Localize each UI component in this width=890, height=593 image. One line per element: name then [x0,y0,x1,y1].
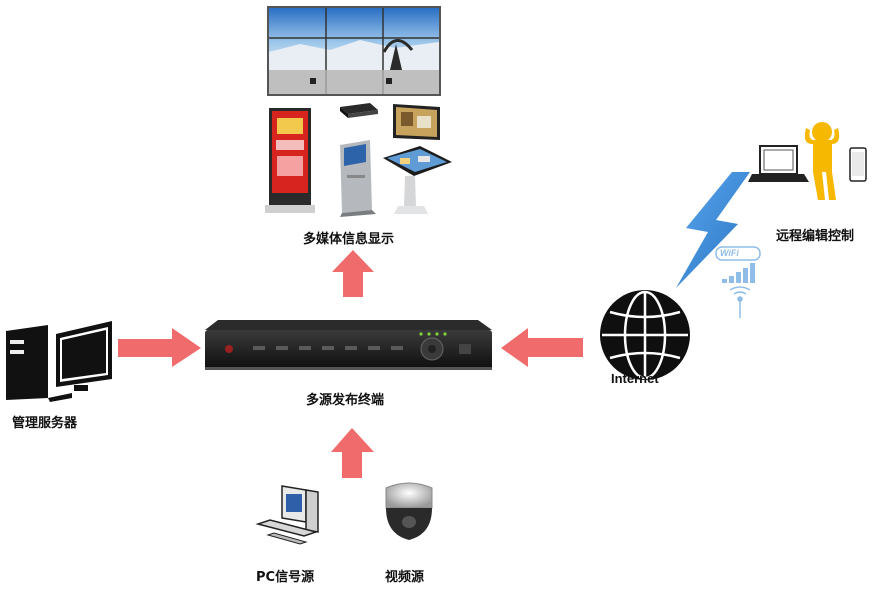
lightning-icon [676,172,750,288]
label-video-source: 视频源 [385,570,425,585]
lcd-screen-icon [393,104,440,140]
arrow-server-to-terminal [118,328,201,367]
arrow-internet-to-terminal [501,328,583,367]
label-management-server: 管理服务器 [12,416,78,431]
label-pc-source: PC信号源 [256,570,315,585]
phone-icon [849,147,867,182]
label-publishing-terminal: 多源发布终端 [306,393,385,408]
video-wall-icon [267,6,441,96]
touch-kiosk-icon [340,140,376,217]
desktop-pc-icon [255,485,319,545]
laptop-icon [748,145,809,182]
touch-table-icon [383,146,452,214]
arrow-up-to-display [332,250,374,297]
globe-icon [600,290,690,380]
wifi-icon [715,246,761,261]
wifi-label: WiFi [720,248,739,258]
server-computer-icon [6,321,112,402]
arrow-sources-to-terminal [331,428,374,478]
label-internet: Internet [611,371,659,386]
antenna-icon [729,286,751,318]
kiosk-poster-icon [265,108,315,213]
publishing-terminal-icon [205,320,492,370]
label-remote-control: 远程编辑控制 [776,229,855,244]
person-icon [804,122,840,200]
dome-camera-icon [385,482,433,540]
signal-bars-icon [722,263,755,283]
media-player-box-icon [340,103,378,118]
label-multimedia-display: 多媒体信息显示 [303,232,395,247]
